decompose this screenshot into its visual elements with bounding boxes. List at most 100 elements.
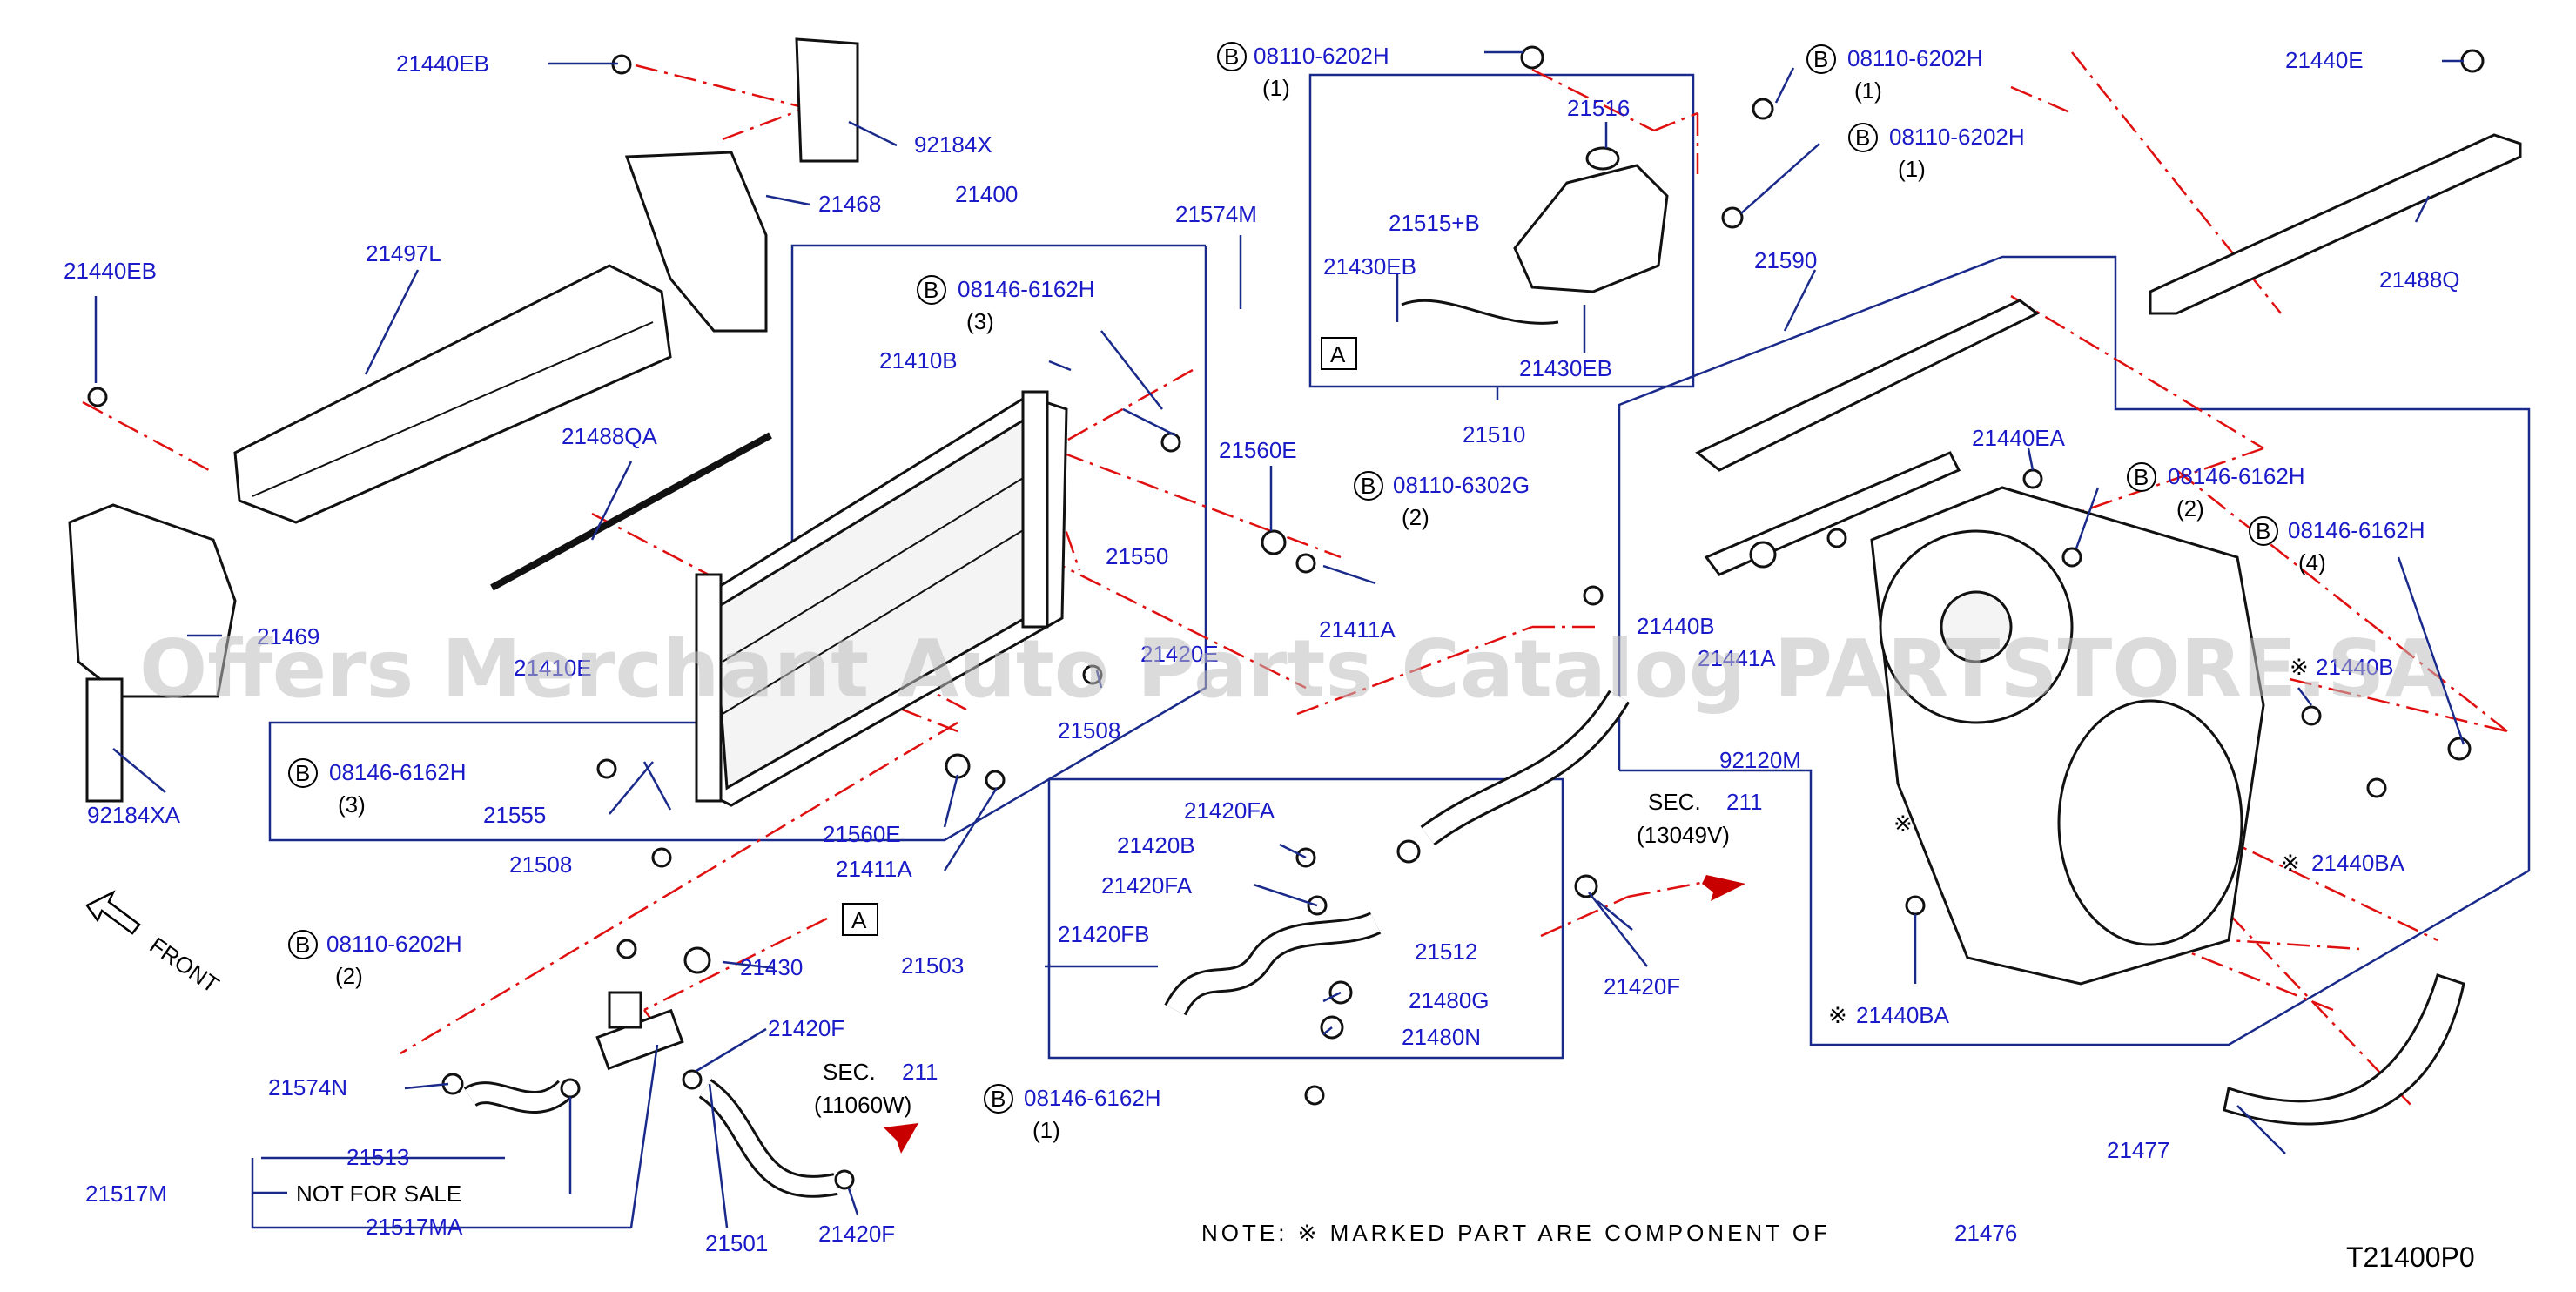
svg-text:B: B: [1813, 46, 1828, 72]
diagram-code: T21400P0: [2346, 1242, 2475, 1273]
svg-text:(3): (3): [338, 791, 366, 818]
sec-number: 211: [902, 1059, 938, 1085]
sec-code: (11060W): [814, 1092, 911, 1118]
bolt-callout: B 08110-6202H (2): [288, 930, 462, 989]
part-label: 21503: [901, 952, 964, 979]
bolt-callouts: B 08110-6202H (1) B 08110-6202H (1) B 08…: [288, 42, 2425, 1143]
svg-text:B: B: [295, 760, 310, 786]
part-label: 21508: [509, 851, 572, 878]
star-mark: ※: [1893, 811, 1913, 837]
part-label: 21513: [346, 1144, 409, 1170]
part-label: 21440B: [2316, 654, 2394, 680]
svg-text:B: B: [924, 277, 938, 303]
section-refs: SEC. 211 (13049V) SEC. 211 (11060W): [814, 789, 1762, 1118]
sec-code: (13049V): [1637, 822, 1730, 848]
part-label: 21480G: [1409, 987, 1490, 1013]
part-label: 21420E: [1140, 641, 1219, 667]
sec-label: SEC.: [1648, 789, 1701, 815]
hose-joint: [595, 991, 684, 1071]
svg-text:08146-6162H: 08146-6162H: [2168, 463, 2305, 489]
part-label: 21469: [257, 623, 319, 649]
star-mark: ※: [1828, 1002, 1847, 1028]
svg-text:08110-6202H: 08110-6202H: [1847, 45, 1983, 71]
bolt-callout: B 08146-6162H (3): [288, 758, 467, 818]
star-mark: ※: [2290, 654, 2309, 680]
part-label: 21510: [1463, 421, 1525, 447]
sec-arrow-icon: [884, 1123, 918, 1154]
part-label: 21517MA: [366, 1214, 463, 1240]
svg-text:08146-6162H: 08146-6162H: [329, 759, 467, 785]
part-label: 21550: [1106, 543, 1168, 569]
part-label: 21516: [1567, 95, 1630, 121]
ref-boxes: A A: [842, 337, 1357, 936]
svg-text:(1): (1): [1262, 75, 1290, 101]
part-label: 21560E: [1219, 437, 1297, 463]
ref-a: A: [1330, 341, 1346, 367]
bolt-callout: B 08146-6162H (4): [2249, 516, 2425, 575]
svg-text:(2): (2): [2176, 495, 2204, 522]
arrows: [85, 875, 1745, 1154]
sec-arrow-icon: [1702, 875, 1745, 901]
part-label: 21501: [705, 1230, 768, 1256]
note-text: NOTE: ※ MARKED PART ARE COMPONENT OF: [1201, 1220, 1831, 1246]
part-label: 21440EB: [396, 50, 489, 77]
svg-text:08110-6202H: 08110-6202H: [326, 931, 462, 957]
part-label: 21468: [818, 191, 881, 217]
part-label: 92120M: [1719, 747, 1801, 773]
upper-air-guide: [624, 37, 859, 333]
part-label: 21555: [483, 802, 546, 828]
svg-text:B: B: [991, 1086, 1006, 1112]
part-label: 21515+B: [1389, 210, 1480, 236]
part-label: 21420B: [1117, 832, 1195, 858]
part-label: 21440E: [2285, 47, 2364, 73]
front-arrow-icon: [85, 890, 141, 935]
air-guide: [233, 264, 672, 524]
svg-text:B: B: [2256, 518, 2270, 544]
part-label: 21420F: [1604, 973, 1680, 999]
svg-text:(3): (3): [966, 308, 994, 334]
star-mark: ※: [2281, 850, 2300, 876]
part-label: 21411A: [1319, 616, 1396, 643]
group-box-fan: [1618, 255, 2531, 1046]
note-part: 21476: [1954, 1220, 2017, 1246]
svg-text:B: B: [295, 932, 310, 958]
part-label: 21440BA: [1856, 1002, 1950, 1028]
svg-text:B: B: [1224, 44, 1239, 70]
bolt-callout: B 08110-6202H (1): [1806, 44, 1983, 104]
group-box-radiator: [268, 244, 1207, 842]
seal-strip: [490, 432, 772, 591]
part-label: 21477: [2107, 1137, 2169, 1163]
part-label: 21420F: [818, 1221, 895, 1247]
part-label: 21574M: [1175, 201, 1257, 227]
svg-text:(4): (4): [2298, 549, 2326, 575]
bolt-callout: B 08146-6162H (1): [984, 1084, 1161, 1143]
group-box-hoses: [1047, 777, 1564, 1060]
svg-text:08110-6302G: 08110-6302G: [1393, 472, 1530, 498]
part-label: 21574N: [268, 1074, 347, 1100]
bolt-callout: B 08110-6202H (1): [1848, 123, 2025, 182]
part-label: 92184X: [914, 131, 992, 158]
reservoir-tank: [1401, 146, 1669, 325]
part-label: 21488Q: [2379, 266, 2460, 293]
part-label: 21410B: [879, 347, 958, 373]
part-label: 21590: [1754, 247, 1817, 273]
part-label: 21410E: [514, 655, 592, 681]
radiator: [695, 390, 1068, 807]
part-label: 21517M: [85, 1181, 167, 1207]
part-label: 21420FA: [1184, 797, 1275, 824]
bolt-callout: B 08110-6202H (1): [1217, 42, 1389, 101]
part-label: 21430: [740, 954, 803, 980]
svg-text:08146-6162H: 08146-6162H: [1024, 1085, 1161, 1111]
svg-text:B: B: [2134, 464, 2149, 490]
sec-label: SEC.: [823, 1059, 876, 1085]
svg-text:08146-6162H: 08146-6162H: [958, 276, 1095, 302]
svg-text:08110-6202H: 08110-6202H: [1254, 43, 1389, 69]
lower-cover: [2223, 973, 2465, 1126]
svg-text:(1): (1): [1032, 1117, 1060, 1143]
part-labels: 21440EB 92184X 21468 21400 21574M 21440E…: [64, 47, 2460, 1256]
left-air-guide: [68, 503, 237, 803]
part-label: 21400: [955, 181, 1018, 207]
part-label: 21497L: [366, 240, 441, 266]
part-label: 21480N: [1402, 1024, 1481, 1050]
